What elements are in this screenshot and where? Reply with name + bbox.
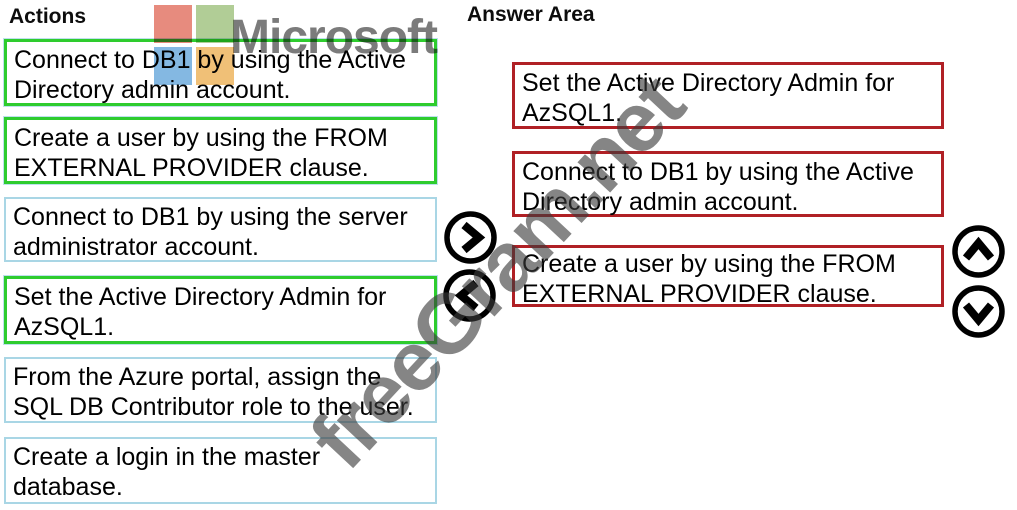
microsoft-logo-green-square-icon [196,5,234,43]
chevron-left-icon [442,269,497,326]
chevron-up-icon [951,225,1006,282]
move-up-button[interactable] [951,224,1006,279]
microsoft-logo-red-square-icon [154,5,192,43]
action-item[interactable]: From the Azure portal, assign the SQL DB… [4,357,437,423]
move-left-button[interactable] [442,268,497,323]
answer-item[interactable]: Set the Active Directory Admin for AzSQL… [512,62,944,129]
actions-column-header: Actions [9,5,87,28]
answer-item[interactable]: Create a user by using the FROM EXTERNAL… [512,245,944,308]
chevron-down-icon [951,285,1006,342]
action-item[interactable]: Connect to DB1 by using the Active Direc… [4,39,437,106]
answer-item[interactable]: Connect to DB1 by using the Active Direc… [512,151,944,217]
action-item[interactable]: Connect to DB1 by using the server admin… [4,197,437,262]
answer-area-header: Answer Area [467,3,595,26]
action-item[interactable]: Create a user by using the FROM EXTERNAL… [4,117,437,184]
move-right-button[interactable] [443,210,498,265]
action-item[interactable]: Create a login in the master database. [4,437,437,504]
chevron-right-icon [443,211,498,268]
action-item[interactable]: Set the Active Directory Admin for AzSQL… [4,276,437,344]
move-down-button[interactable] [951,284,1006,339]
